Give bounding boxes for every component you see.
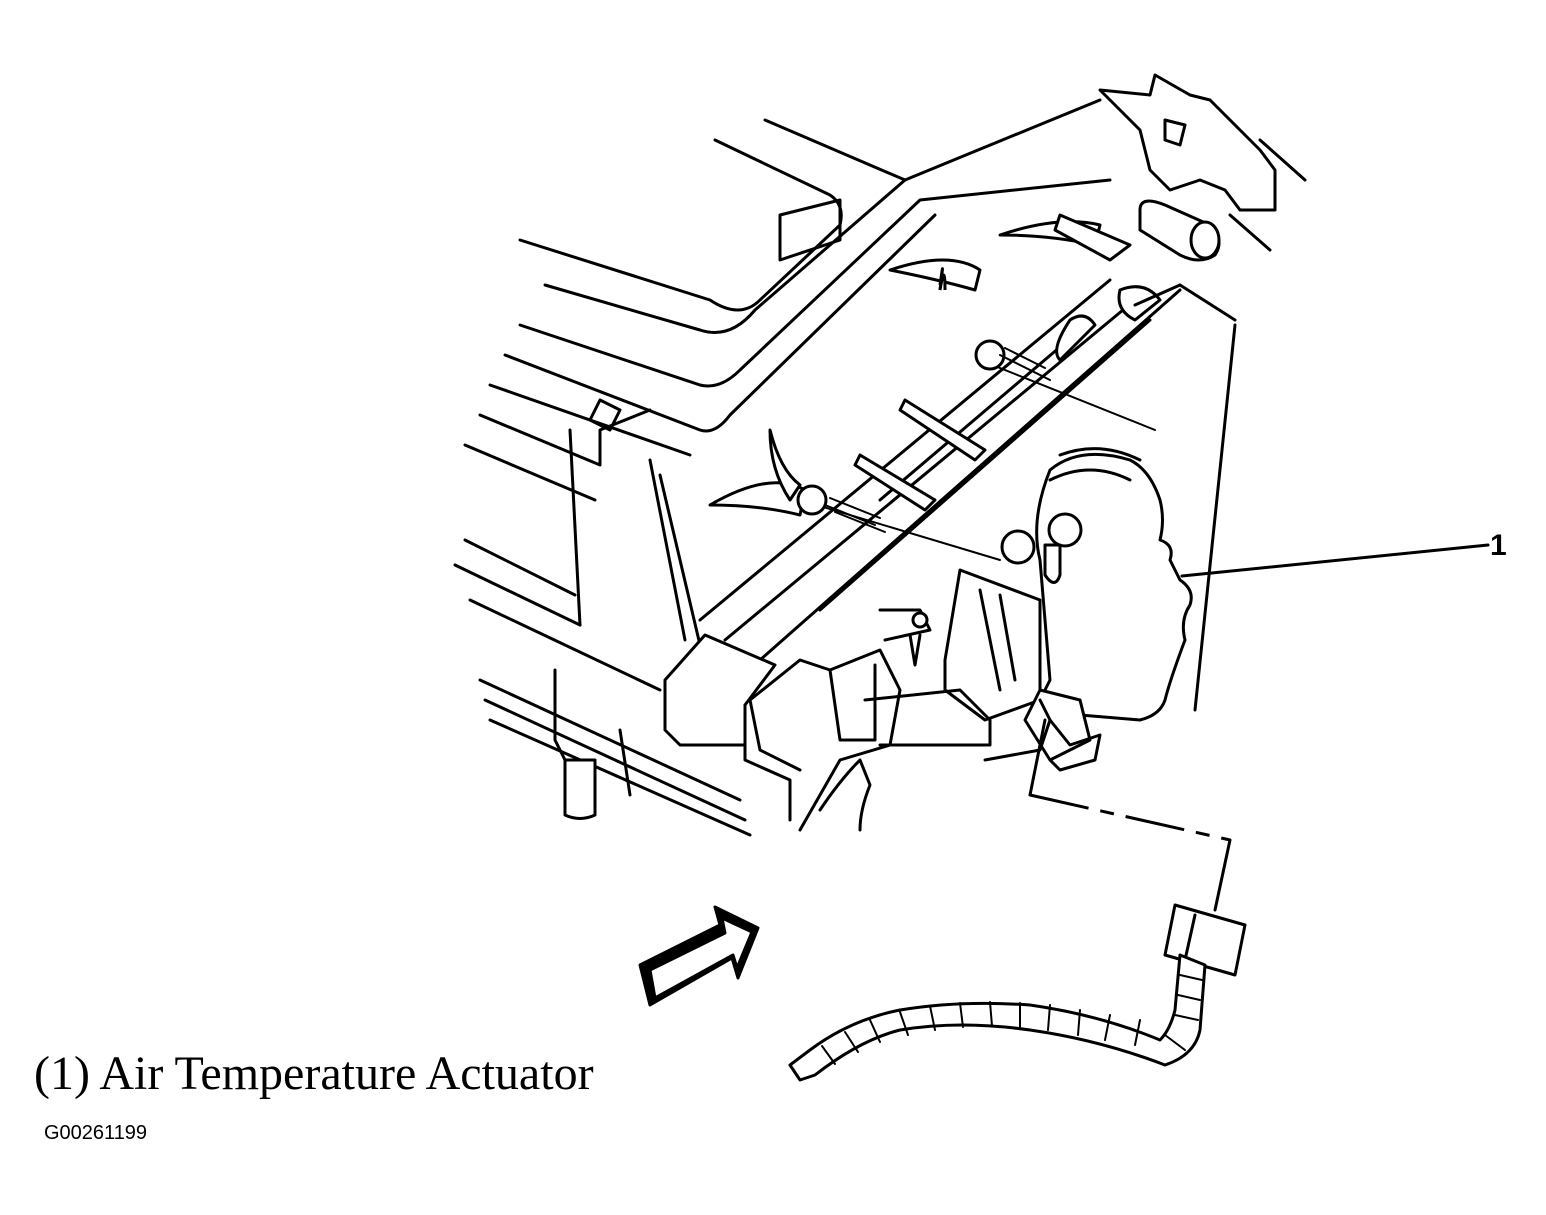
callout-number-1: 1: [1490, 529, 1507, 562]
wiring-harness: [788, 718, 1247, 1082]
callout-leader-1: [1180, 543, 1490, 578]
mounting-bracket: [663, 608, 1052, 832]
linkage-shafts: [698, 278, 1182, 662]
view-direction-arrow: [638, 905, 760, 1007]
figure-caption: (1) Air Temperature Actuator: [34, 1047, 594, 1100]
top-clip: [1098, 73, 1307, 322]
crank-arms: [708, 213, 1132, 533]
housing-edge: [1133, 283, 1237, 712]
hvac-housing: [453, 98, 1112, 837]
air-temperature-actuator: [943, 447, 1193, 772]
figure-id: G00261199: [44, 1122, 148, 1144]
